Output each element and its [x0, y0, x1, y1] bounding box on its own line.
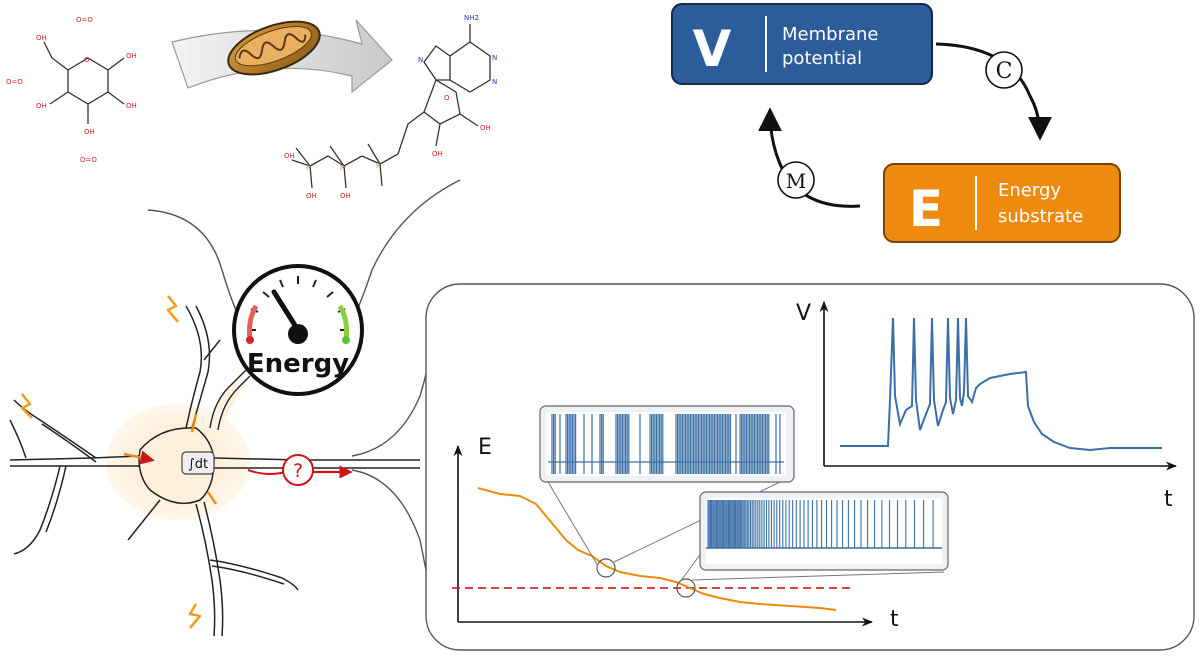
atp-molecule: NH2 N N N O OH OH P P P OH OH OH — [284, 14, 497, 200]
zoom-lines-2 — [679, 551, 945, 583]
energy-time-label: t — [890, 607, 899, 632]
hydroxyl-label: OH — [36, 34, 47, 42]
energy-label-line2: substrate — [998, 206, 1083, 227]
coupling-m-label: M — [786, 169, 806, 193]
integrator-label: ∫dt — [188, 457, 208, 472]
amine-label: NH2 — [464, 14, 479, 22]
voltage-time-label: t — [1164, 487, 1173, 512]
oxygen-molecule: O=O — [80, 156, 97, 164]
hydroxyl-label: OH — [126, 102, 137, 110]
hydroxyl-label: OH — [84, 128, 95, 136]
hydroxyl-label: OH — [306, 192, 317, 200]
hydroxyl-label: OH — [284, 152, 295, 160]
integrator-box — [181, 451, 215, 475]
coupling-c: C — [985, 51, 1023, 89]
glucose-molecule: O OH OH OH OH OH — [36, 34, 137, 136]
energy-letter: E — [909, 180, 943, 238]
voltage-plot: V t — [796, 300, 1178, 512]
voltage-label-line2: potential — [782, 48, 862, 69]
coupling-c-label: C — [996, 59, 1013, 84]
phosphorus-label: P — [340, 164, 344, 172]
gauge-label: Energy — [247, 349, 349, 379]
hydroxyl-label: OH — [480, 124, 491, 132]
hydroxyl-label: OH — [126, 52, 137, 60]
energy-trace — [477, 487, 837, 611]
hydroxyl-label: OH — [432, 150, 443, 158]
mitochondrion-icon — [227, 20, 321, 76]
voltage-trace — [840, 317, 1162, 452]
hydroxyl-label: OH — [36, 102, 47, 110]
voltage-label-line1: Membrane — [782, 24, 878, 45]
voltage-box: V Membrane potential — [671, 3, 933, 85]
neuron: ∫dt ? — [9, 305, 420, 637]
zoom-marker-1 — [596, 558, 616, 578]
spike-inset-1 — [539, 405, 795, 483]
oxygen-molecule: O=O — [76, 16, 93, 24]
oxygen-molecule: O=O — [6, 78, 23, 86]
energy-box: E Energy substrate — [883, 163, 1121, 243]
energy-axis-label: E — [478, 435, 492, 460]
voltage-axis-label: V — [796, 301, 811, 326]
question-icon: ? — [247, 454, 353, 486]
spike-inset-2 — [699, 491, 949, 571]
energy-label-line1: Energy — [998, 180, 1061, 201]
question-label: ? — [293, 460, 303, 482]
coupling-m: M — [777, 161, 815, 199]
nitrogen-label: N — [492, 78, 497, 86]
voltage-letter: V — [693, 20, 732, 78]
ring-oxygen-label: O — [84, 56, 90, 64]
hydroxyl-label: OH — [340, 192, 351, 200]
nitrogen-label: N — [418, 56, 423, 64]
phosphorus-label: P — [306, 164, 310, 172]
zoom-marker-2 — [676, 578, 696, 598]
lightning-icon — [20, 295, 202, 629]
nitrogen-label: N — [492, 54, 497, 62]
gauge-icon: Energy — [232, 264, 364, 396]
oxygen-molecules: O=O O=O O=O — [6, 16, 97, 164]
energy-plot: E t — [452, 435, 945, 632]
phosphorus-label: P — [376, 162, 380, 170]
ring-oxygen-label: O — [444, 94, 450, 102]
